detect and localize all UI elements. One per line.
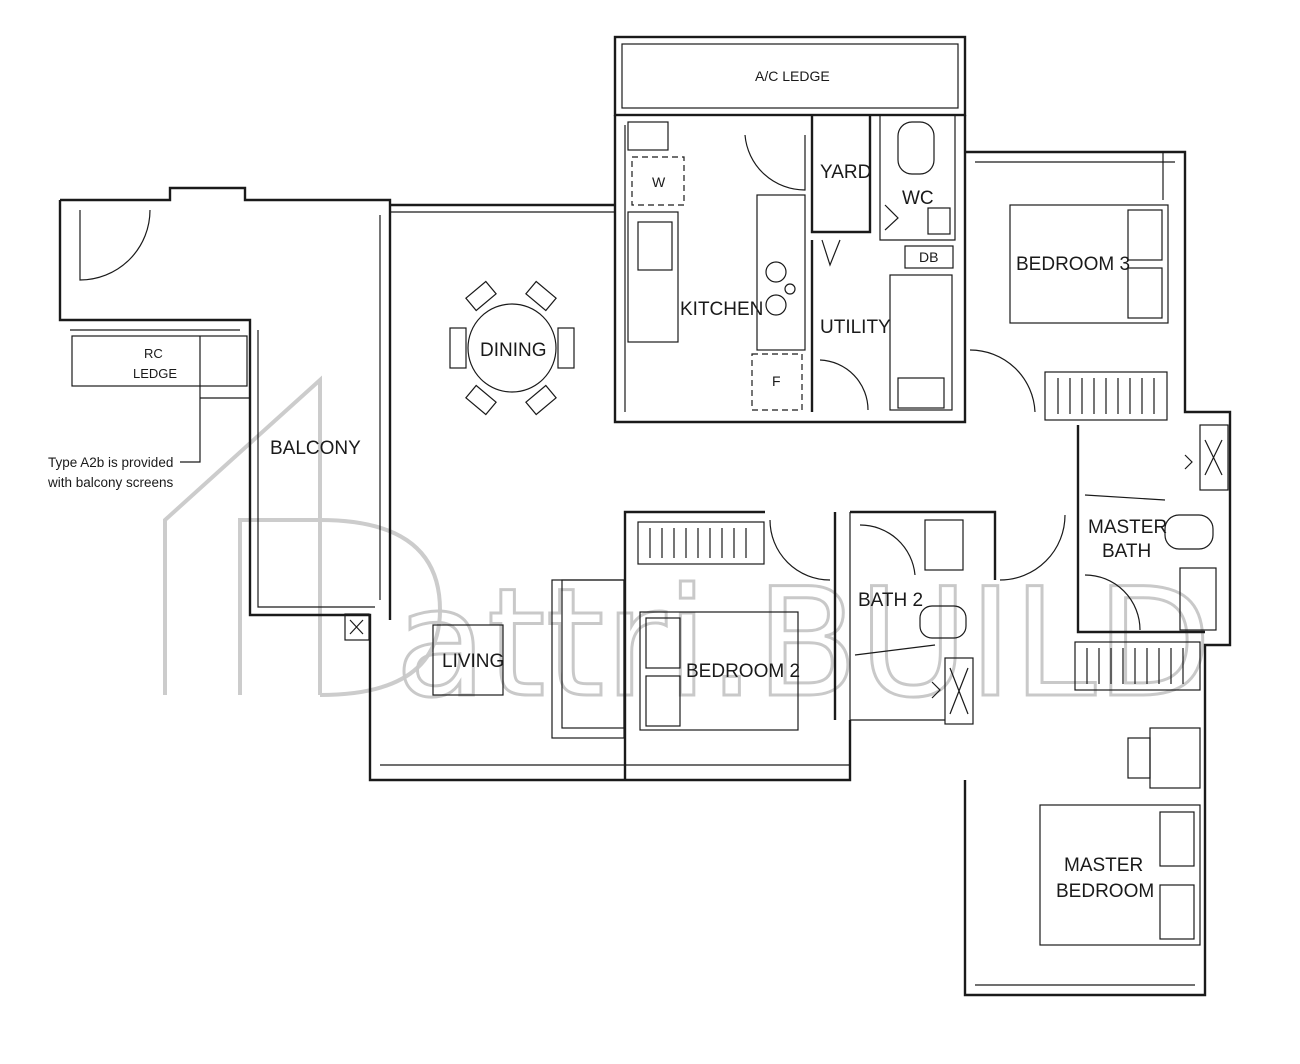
db-label: DB [919,249,938,265]
bath-2: BATH 2 [849,510,997,725]
rc-ledge-label-line1: RC [144,346,163,361]
master-bedroom-label-line1: MASTER [1064,855,1143,876]
dining-area: DINING [449,280,575,416]
yard-wc-utility: YARD WC DB UTILITY [810,115,956,412]
note-line1: Type A2b is provided [48,455,173,470]
yard-label: YARD [820,162,871,183]
balcony-screen-note: Type A2b is provided with balcony screen… [47,336,250,490]
note-line2: with balcony screens [47,475,174,490]
outer-walls [58,115,1232,997]
balcony-label: BALCONY [270,438,361,459]
bath-2-label: BATH 2 [858,590,923,611]
rc-ledge-label-line2: LEDGE [133,366,177,381]
bedroom-3: BEDROOM 3 [969,204,1169,421]
utility-label: UTILITY [820,317,891,338]
living-label: LIVING [442,651,504,672]
wc-label: WC [902,188,934,209]
watermark-text: attri.BUILD [395,557,1212,731]
master-bedroom: MASTER BEDROOM [1039,641,1201,946]
master-bath: MASTER BATH [999,424,1229,634]
dining-label: DINING [480,340,547,361]
kitchen-label: KITCHEN [680,299,763,320]
living-area: LIVING [432,579,625,739]
fridge-label: F [772,373,781,389]
balcony: RC LEDGE BALCONY [71,209,370,641]
ac-ledge: A/C LEDGE [613,35,967,117]
bedroom-3-label: BEDROOM 3 [1016,254,1130,275]
bedroom-2: BEDROOM 2 [623,510,837,780]
bedroom-2-label: BEDROOM 2 [686,661,800,682]
master-bath-label-line1: MASTER [1088,517,1167,538]
ac-ledge-label: A/C LEDGE [755,68,830,84]
master-bedroom-label-line2: BEDROOM [1056,881,1154,902]
washer-label: W [652,174,666,190]
master-bath-label-line2: BATH [1102,541,1151,562]
watermark-logo: attri.BUILD [163,375,1213,733]
kitchen: W F KITCHEN [627,121,806,411]
